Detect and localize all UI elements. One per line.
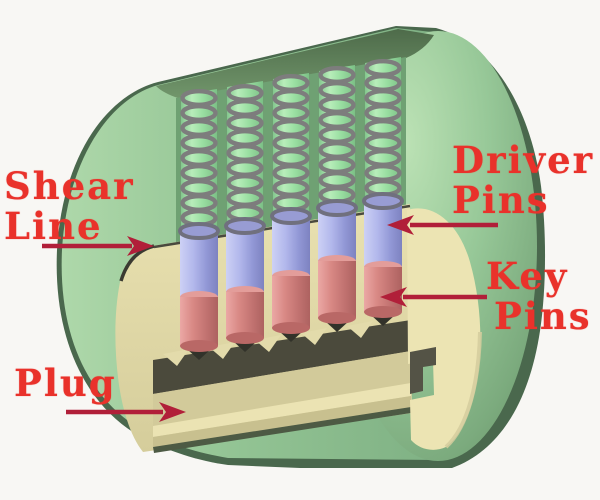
key-pin-bottom [318,312,356,324]
driver-pin-cap [362,192,404,210]
key-pin-bottom [272,322,310,334]
driver-pins-label-line2: Pins [452,178,550,222]
key-pins-label-line2: Pins [494,294,592,338]
driver-pin-cap [224,217,266,235]
key-pin-bottom [226,332,264,344]
key-pins-arrow [380,287,487,307]
pin-stacks [178,192,404,360]
driver-pins-arrow [387,215,498,235]
driver-pin [226,226,264,292]
annotation-arrows [42,215,498,422]
pin-tip [233,341,257,352]
key-pin-bottom [180,340,218,352]
plug-label-text: Plug [14,361,117,405]
driver-pin [272,216,310,276]
pin-tip [325,321,349,332]
pin-stack [270,207,312,342]
driver-pin-cap [270,207,312,225]
keyway-face-notch [410,347,436,394]
shear-line-label-line1: Shear [4,164,135,208]
shear-line-label: Shear Line [4,166,135,246]
pin-stack [316,199,358,332]
pin-stack [178,222,220,360]
driver-pin-cap [178,222,220,240]
key-pin-bottom [364,306,402,318]
driver-pin [180,231,218,297]
pin-stack [362,192,404,326]
key-pin [272,276,310,328]
driver-pin-cap [316,199,358,217]
plug-arrow [66,402,186,422]
cutaway-roof [156,29,434,98]
driver-pins-label: Driver Pins [452,140,594,220]
pin-tip [187,349,211,360]
driver-pins-label-line1: Driver [452,138,595,182]
key-pin [180,297,218,346]
shear-line-label-line2: Line [4,204,103,248]
key-pins-label-line1: Key [486,254,569,298]
key-pin [364,267,402,312]
key-pin [318,261,356,318]
plug-front-face [407,208,482,450]
pin-tip [371,315,395,326]
key-pin [226,292,264,338]
driver-pin [364,201,402,267]
key-pins-label: Key Pins [486,256,592,336]
shear-line-arrow [42,236,154,256]
plug-label: Plug [14,363,117,403]
pin-stack [224,217,266,352]
pin-tip [279,331,303,342]
keyway-slot [153,320,411,394]
